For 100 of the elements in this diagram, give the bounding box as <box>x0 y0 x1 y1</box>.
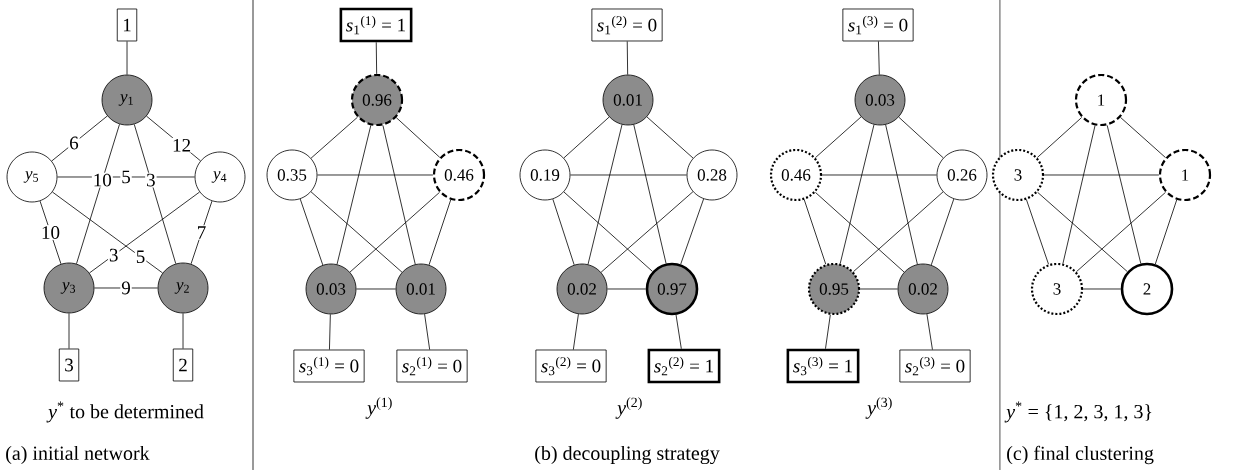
edge-line <box>1154 199 1178 265</box>
graph-node: y$_{3}$ <box>43 262 95 314</box>
edge-line <box>57 176 195 178</box>
edge-line <box>349 191 440 273</box>
edge-line <box>898 116 944 159</box>
value-box: s$_{3}$$^{(3)}$ = 1 <box>786 348 860 384</box>
edge-line <box>646 116 694 159</box>
edge-label: 10 <box>91 172 113 188</box>
graph-node: 3 <box>1030 262 1084 316</box>
edge-line <box>1120 116 1166 158</box>
graph-node: 0.03 <box>305 263 357 315</box>
edge-line <box>572 313 579 350</box>
edge-line <box>190 200 213 265</box>
edge-line <box>317 174 434 176</box>
graph-caption: y$^{(1)}$ <box>365 397 392 419</box>
edge-line <box>1062 125 1096 264</box>
graph-node: 0.46 <box>769 148 823 202</box>
edge-line <box>587 124 623 265</box>
edge-line <box>825 314 831 350</box>
edge-line <box>94 287 158 289</box>
edge-line <box>424 313 431 350</box>
graph-node: y$_{5}$ <box>6 151 58 203</box>
panel-caption: (c) final clustering <box>1007 445 1154 465</box>
edge-line <box>853 191 944 273</box>
graph-caption: y$^{*}$ to be determined <box>46 401 204 423</box>
edge-line <box>39 200 62 265</box>
graph-node: 0.26 <box>936 149 988 201</box>
edge-line <box>51 115 108 162</box>
value-box: s$_{2}$$^{(1)}$ = 0 <box>396 349 468 383</box>
edge-line <box>821 174 937 176</box>
edge-line <box>1106 124 1142 264</box>
edge-label: 7 <box>195 225 208 240</box>
edge-line <box>815 192 905 273</box>
edge-line <box>626 41 629 75</box>
edge-line <box>607 288 647 290</box>
graph-node: 1 <box>1074 73 1128 127</box>
edge-line <box>89 191 200 274</box>
value-box: s$_{1}$$^{(3)}$ = 0 <box>842 8 914 42</box>
edge-line <box>570 174 687 176</box>
edge-line <box>1076 191 1166 273</box>
edge-line <box>1043 174 1160 176</box>
edge-line <box>930 198 955 266</box>
value-box: 2 <box>172 348 194 382</box>
edge-line <box>839 124 875 265</box>
edge-line <box>299 198 324 266</box>
edge-label: 3 <box>107 247 120 263</box>
graph-node: 0.02 <box>556 263 608 315</box>
edge-line <box>926 313 933 350</box>
edge-line <box>375 41 378 75</box>
edge-line <box>633 124 667 264</box>
value-box: s$_{2}$$^{(3)}$ = 0 <box>899 349 971 383</box>
edge-line <box>310 116 358 159</box>
edge-line <box>329 314 331 350</box>
graph-node: 0.46 <box>432 148 486 202</box>
edge-line <box>395 117 441 158</box>
value-box: s$_{3}$$^{(1)}$ = 0 <box>293 349 365 383</box>
graph-node: 0.02 <box>897 263 949 315</box>
edge-line <box>68 313 70 349</box>
edge-line <box>803 199 827 265</box>
edge-line <box>126 41 128 75</box>
edge-line <box>552 198 575 266</box>
edge-label: 6 <box>68 135 80 151</box>
edge-line <box>675 314 682 350</box>
edge-line <box>310 191 403 273</box>
edge-line <box>76 123 120 265</box>
graph-node: y$_{2}$ <box>157 262 209 314</box>
value-box: s$_{3}$$^{(2)}$ = 0 <box>535 349 607 383</box>
value-box: s$_{1}$$^{(1)}$ = 1 <box>339 7 413 43</box>
value-box: 3 <box>58 348 80 382</box>
graph-node: 0.01 <box>602 74 654 126</box>
edge-label: 3 <box>145 172 157 188</box>
edge-line <box>600 191 694 273</box>
graph-node: 0.03 <box>854 74 906 126</box>
graph-node: 1 <box>1158 148 1212 202</box>
edge-line <box>428 199 452 266</box>
edge-line <box>815 116 862 158</box>
edge-line <box>146 115 201 162</box>
graph-node: 2 <box>1120 262 1174 316</box>
edge-line <box>1082 288 1122 290</box>
graph-node: 0.19 <box>519 149 571 201</box>
value-box: s$_{1}$$^{(2)}$ = 0 <box>591 8 663 42</box>
graph-node: 0.96 <box>350 73 404 127</box>
edge-line <box>563 116 610 159</box>
graph-node: 3 <box>991 148 1045 202</box>
value-box: 1 <box>116 8 138 42</box>
graph-node: 0.01 <box>395 263 447 315</box>
edge-line <box>859 288 898 290</box>
graph-node: 0.35 <box>266 149 318 201</box>
edge-label: 5 <box>120 169 132 185</box>
graph-node: y$_{4}$ <box>194 151 246 203</box>
edge-line <box>680 198 704 265</box>
edge-line <box>885 124 918 265</box>
edge-line <box>878 41 880 75</box>
panel-caption: (a) initial network <box>6 445 150 465</box>
edge-label: 10 <box>40 225 61 240</box>
value-box: s$_{2}$$^{(2)}$ = 1 <box>647 348 721 384</box>
edge-label: 5 <box>134 249 147 265</box>
edge-line <box>1026 199 1049 265</box>
graph-caption: y$^{(2)}$ <box>615 397 642 419</box>
edge-line <box>1037 191 1128 272</box>
